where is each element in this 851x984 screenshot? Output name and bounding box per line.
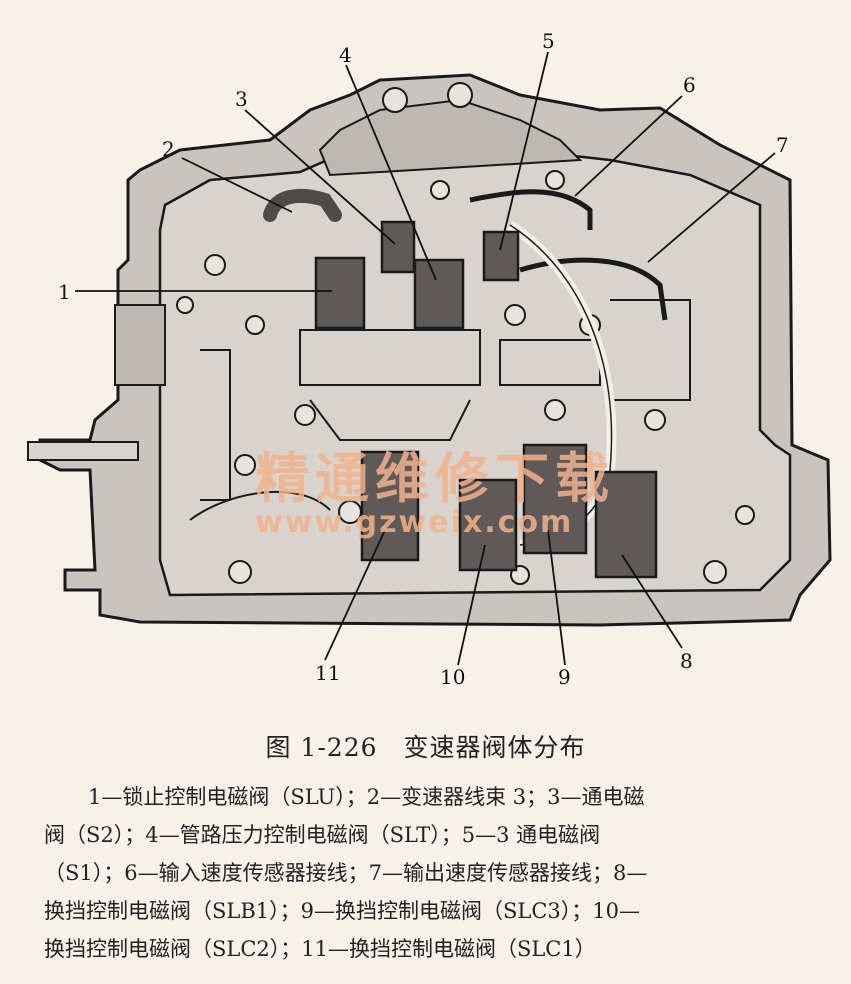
solenoid-slt bbox=[413, 258, 465, 330]
solenoids bbox=[314, 220, 658, 579]
callout-4: 4 bbox=[339, 43, 352, 67]
callout-3: 3 bbox=[235, 87, 248, 111]
solenoid-slc3 bbox=[522, 443, 588, 555]
watermark-url: www.gzweix.com bbox=[255, 505, 573, 540]
valve-body-diagram: 1 2 3 4 5 6 7 8 9 10 11 精通维修下载 www.gzwei… bbox=[27, 29, 832, 689]
legend-line: 1—锁止控制电磁阀（SLU）；2—变速器线束 3；3—通电磁 bbox=[88, 785, 645, 809]
valve-channels bbox=[189, 299, 691, 521]
solenoid-slc2 bbox=[458, 478, 518, 572]
legend-line: （S1）；6—输入速度传感器接线；7—输出速度传感器接线；8— bbox=[44, 861, 648, 885]
callout-10: 10 bbox=[440, 665, 465, 689]
callout-7: 7 bbox=[776, 133, 789, 157]
callout-1: 1 bbox=[58, 280, 71, 304]
watermark-chinese: 精通维修下载 bbox=[255, 447, 615, 510]
solenoid-s1 bbox=[482, 230, 520, 282]
legend-line: 阀（S2）；4—管路压力控制电磁阀（SLT）；5—3 通电磁阀 bbox=[44, 823, 601, 847]
figure-title: 图 1-226 变速器阀体分布 bbox=[265, 733, 586, 762]
callout-5: 5 bbox=[542, 29, 555, 53]
legend-line: 换挡控制电磁阀（SLC2）；11—换挡控制电磁阀（SLC1） bbox=[44, 937, 596, 961]
output-speed-sensor-wire bbox=[519, 257, 668, 321]
solenoid-slc1 bbox=[360, 450, 420, 562]
callout-6: 6 bbox=[683, 73, 696, 97]
callout-8: 8 bbox=[680, 649, 693, 673]
output-shaft bbox=[27, 304, 166, 461]
input-speed-sensor-wire bbox=[469, 189, 593, 230]
solenoid-slb1 bbox=[594, 470, 658, 579]
solenoid-s2 bbox=[380, 220, 416, 274]
bolt-heads bbox=[176, 82, 755, 585]
figure-legend: 1—锁止控制电磁阀（SLU）；2—变速器线束 3；3—通电磁 阀（S2）；4—管… bbox=[44, 778, 814, 968]
callout-9: 9 bbox=[558, 665, 571, 689]
wire-harness-2 bbox=[263, 188, 342, 222]
legend-line: 换挡控制电磁阀（SLB1）；9—换挡控制电磁阀（SLC3）；10— bbox=[44, 899, 640, 923]
leader-lines bbox=[75, 51, 776, 666]
callout-2: 2 bbox=[162, 137, 175, 161]
callout-11: 11 bbox=[315, 661, 340, 685]
solenoid-slu bbox=[314, 256, 366, 330]
